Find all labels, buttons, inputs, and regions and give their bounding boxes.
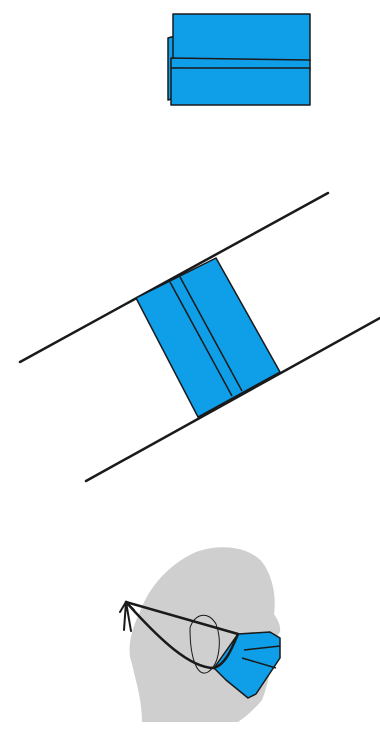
fabric-bottom-panel bbox=[171, 68, 310, 105]
fabric-top-panel bbox=[173, 14, 310, 61]
fabric-strip-rotated bbox=[136, 258, 280, 417]
step-3-mask-on-head bbox=[120, 547, 280, 722]
step-1-folded-fabric bbox=[168, 14, 310, 105]
step-2-fabric-with-ties bbox=[20, 193, 380, 481]
knot-icon bbox=[120, 602, 134, 631]
